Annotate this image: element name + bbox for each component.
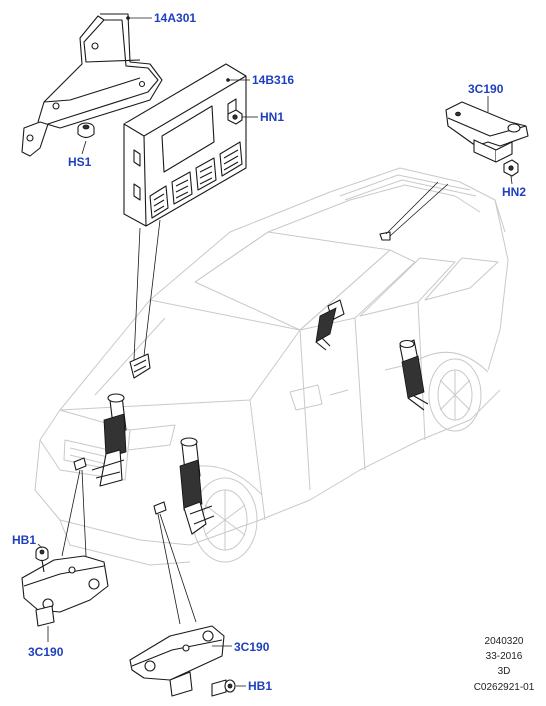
label-hb1-left: HB1 bbox=[12, 533, 36, 547]
front-sensor-installed-locations bbox=[73, 457, 167, 515]
sensor-3c190-rear[interactable] bbox=[445, 101, 529, 163]
label-hb1-center: HB1 bbox=[248, 679, 272, 693]
module-14b316[interactable] bbox=[123, 63, 247, 227]
module-installed-location bbox=[129, 353, 151, 379]
label-hn1: HN1 bbox=[260, 110, 284, 124]
front-left-strut bbox=[91, 393, 127, 487]
reference-line-3: 3D bbox=[498, 666, 511, 677]
label-hn2: HN2 bbox=[502, 185, 526, 199]
label-3c190-center: 3C190 bbox=[234, 640, 270, 654]
nut-hn2[interactable] bbox=[503, 159, 519, 177]
sensor-3c190-center[interactable] bbox=[129, 625, 225, 697]
bracket-14a301[interactable] bbox=[21, 13, 163, 157]
screw-hs1[interactable] bbox=[77, 122, 95, 139]
front-right-strut bbox=[179, 437, 215, 535]
label-3c190-rear: 3C190 bbox=[468, 82, 504, 96]
vehicle-outline bbox=[34, 167, 509, 566]
sensor-3c190-left[interactable] bbox=[21, 555, 109, 627]
leader-lines bbox=[37, 16, 513, 687]
label-hs1: HS1 bbox=[68, 155, 92, 169]
reference-block: 2040320 33-2016 3D C0262921-01 bbox=[474, 636, 535, 693]
bolt-hb1-left[interactable] bbox=[35, 546, 49, 573]
reference-line-1: 2040320 bbox=[485, 636, 524, 647]
nut-hn1[interactable] bbox=[227, 109, 243, 125]
rear-sensor-installed-location bbox=[379, 231, 391, 241]
label-3c190-left: 3C190 bbox=[28, 645, 64, 659]
label-14b316: 14B316 bbox=[252, 73, 294, 87]
reference-line-4: C0262921-01 bbox=[474, 682, 535, 693]
rear-left-strut bbox=[315, 299, 345, 351]
label-14a301: 14A301 bbox=[154, 11, 196, 25]
module-connectors bbox=[149, 141, 243, 219]
bolt-hb1-center[interactable] bbox=[211, 679, 236, 697]
reference-line-2: 33-2016 bbox=[486, 651, 523, 662]
rear-right-strut bbox=[399, 339, 429, 411]
